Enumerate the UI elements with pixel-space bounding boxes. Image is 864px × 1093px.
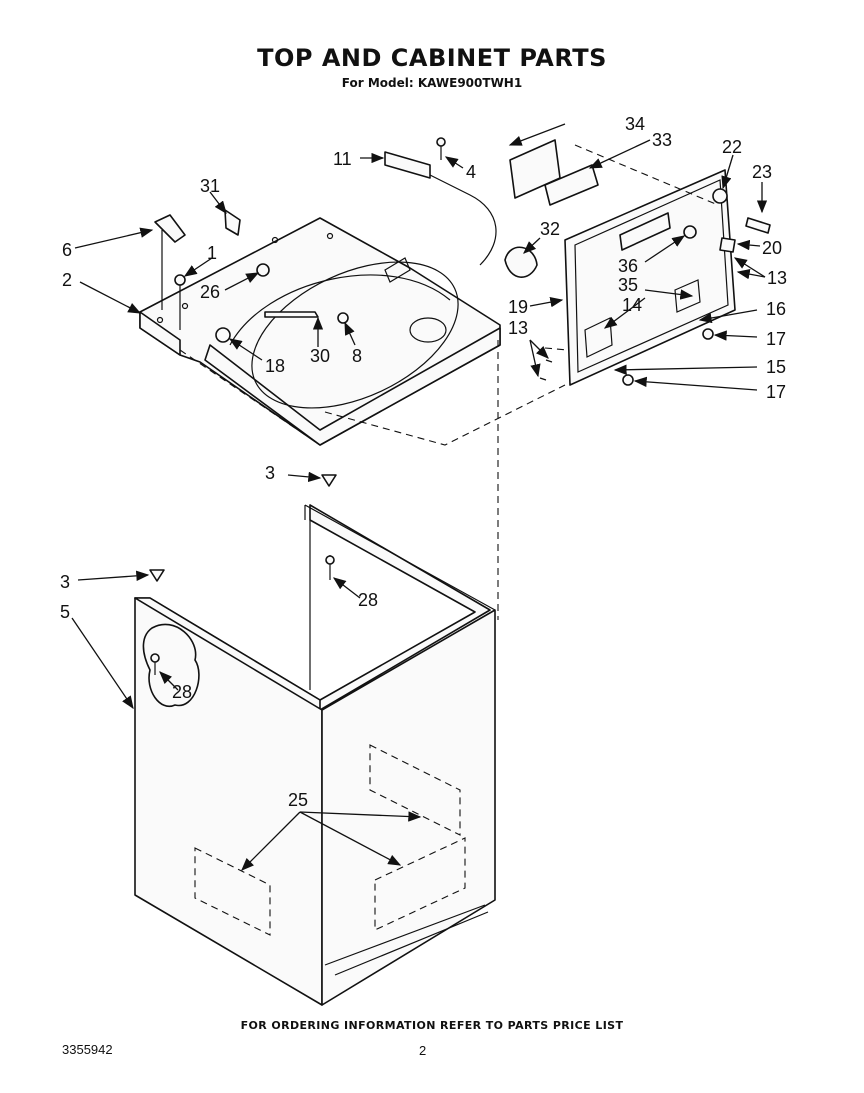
callout-32: 32	[540, 219, 560, 239]
small-parts	[149, 137, 771, 675]
callout-35: 35	[618, 275, 638, 295]
callout-28-upper: 28	[358, 590, 378, 610]
callout-8: 8	[352, 346, 362, 366]
cabinet	[134, 504, 496, 1006]
callout-6: 6	[62, 240, 72, 260]
callout-4: 4	[466, 162, 476, 182]
page-title: TOP AND CABINET PARTS	[257, 44, 607, 72]
callout-33: 33	[652, 130, 672, 150]
page-number: 2	[419, 1043, 427, 1058]
callout-labels: 34 33 22 23 11 4 31 6 1 2 26 32 20 36 13…	[60, 114, 787, 810]
callout-17-upper: 17	[766, 329, 786, 349]
document-number: 3355942	[62, 1042, 113, 1057]
callout-14: 14	[622, 295, 642, 315]
callout-16: 16	[766, 299, 786, 319]
callout-31: 31	[200, 176, 220, 196]
callout-11: 11	[333, 149, 352, 169]
callout-30: 30	[310, 346, 330, 366]
ordering-note: FOR ORDERING INFORMATION REFER TO PARTS …	[240, 1019, 624, 1032]
callout-13-right: 13	[767, 268, 787, 288]
callout-2: 2	[62, 270, 72, 290]
callout-5: 5	[60, 602, 70, 622]
callout-25: 25	[288, 790, 308, 810]
callout-36: 36	[618, 256, 638, 276]
model-subtitle: For Model: KAWE900TWH1	[341, 76, 523, 90]
callout-22: 22	[722, 137, 742, 157]
callout-19: 19	[508, 297, 528, 317]
callout-34: 34	[625, 114, 645, 134]
callout-3-lower: 3	[60, 572, 70, 592]
rear-panel	[564, 169, 736, 386]
washer-top	[139, 217, 501, 446]
callout-15: 15	[766, 357, 786, 377]
callout-17-lower: 17	[766, 382, 786, 402]
callout-23: 23	[752, 162, 772, 182]
callout-leaders	[71, 123, 768, 871]
callout-1: 1	[207, 243, 217, 263]
callout-28-lower: 28	[172, 682, 192, 702]
callout-3-upper: 3	[265, 463, 275, 483]
callout-13-left: 13	[508, 318, 528, 338]
callout-26: 26	[200, 282, 220, 302]
callout-20: 20	[762, 238, 782, 258]
callout-18: 18	[265, 356, 285, 376]
